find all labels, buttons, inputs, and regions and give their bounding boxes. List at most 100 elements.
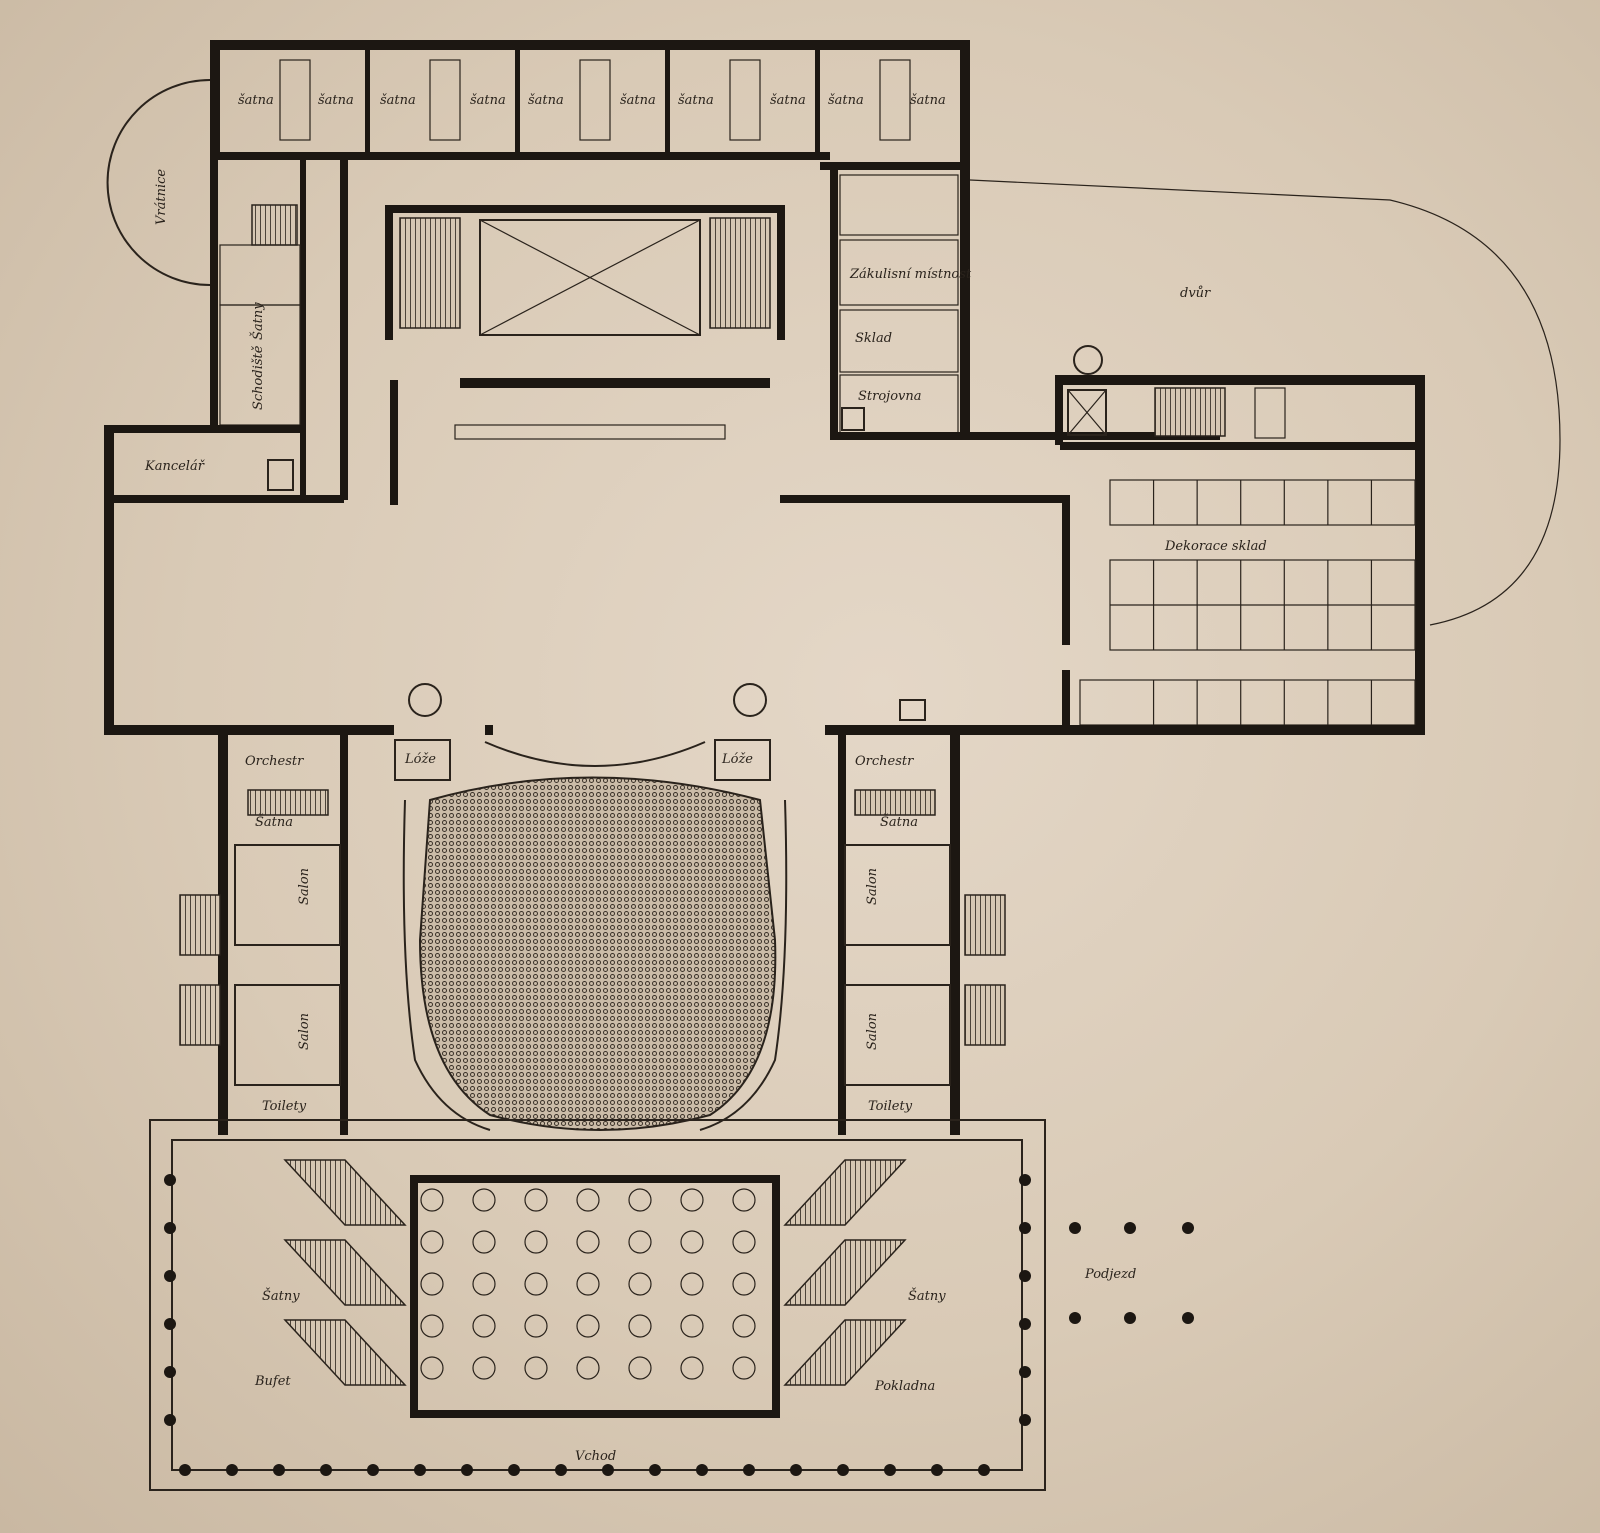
- coffer-rosette: [680, 1188, 704, 1212]
- column: [1019, 1270, 1031, 1282]
- label-storage: Sklad: [855, 331, 892, 346]
- column: [320, 1464, 332, 1476]
- coffer-rosette: [628, 1230, 652, 1254]
- column: [164, 1318, 176, 1330]
- vestibule-coffers: [420, 1188, 756, 1380]
- coffer-rosette: [576, 1188, 600, 1212]
- label-dress-h: šatna: [770, 93, 806, 108]
- label-tech-room: Strojovna: [858, 389, 922, 404]
- coffer-rosette: [732, 1314, 756, 1338]
- coffer-rosette: [732, 1230, 756, 1254]
- column: [696, 1464, 708, 1476]
- label-dress-g: šatna: [678, 93, 714, 108]
- column: [1019, 1414, 1031, 1426]
- peristyle-columns: [164, 1174, 1031, 1476]
- column: [790, 1464, 802, 1476]
- coffer-rosette: [472, 1314, 496, 1338]
- column: [743, 1464, 755, 1476]
- label-side-right-top: Orchestr: [855, 754, 914, 769]
- coffer-rosette: [576, 1314, 600, 1338]
- column: [649, 1464, 661, 1476]
- label-foyer-left-1: Salon: [297, 868, 312, 905]
- coffer-rosette: [420, 1272, 444, 1296]
- column: [273, 1464, 285, 1476]
- column: [1019, 1366, 1031, 1378]
- coffer-rosette: [420, 1230, 444, 1254]
- coffer-rosette: [576, 1230, 600, 1254]
- coffer-rosette: [524, 1356, 548, 1380]
- label-closet-left: Šatny: [262, 1287, 300, 1304]
- label-yard: dvůr: [1180, 285, 1211, 301]
- coffer-rosette: [472, 1230, 496, 1254]
- coffer-rosette: [524, 1314, 548, 1338]
- label-side-left-top: Orchestr: [245, 754, 304, 769]
- column: [602, 1464, 614, 1476]
- column: [414, 1464, 426, 1476]
- coffer-rosette: [472, 1356, 496, 1380]
- label-closet-right: Šatny: [908, 1287, 946, 1304]
- coffer-rosette: [732, 1356, 756, 1380]
- coffer-rosette: [732, 1188, 756, 1212]
- coffer-rosette: [576, 1272, 600, 1296]
- label-dress-j: šatna: [910, 93, 946, 108]
- coffer-rosette: [420, 1188, 444, 1212]
- label-dress-d: šatna: [470, 93, 506, 108]
- coffer-rosette: [524, 1230, 548, 1254]
- label-foyer-right-2: Salon: [865, 1013, 880, 1050]
- label-dress-e: šatna: [528, 93, 564, 108]
- label-entrance: Vchod: [575, 1449, 616, 1464]
- coffer-rosette: [576, 1356, 600, 1380]
- coffer-rosette: [472, 1188, 496, 1212]
- scenery-grid: [1079, 479, 1416, 726]
- entrance-block: [149, 1119, 1194, 1491]
- label-dress-f: šatna: [620, 93, 656, 108]
- coffer-rosette: [628, 1314, 652, 1338]
- column: [179, 1464, 191, 1476]
- coffer-rosette: [628, 1356, 652, 1380]
- coffer-rosette: [472, 1272, 496, 1296]
- coffer-rosette: [524, 1188, 548, 1212]
- label-dress-i: šatna: [828, 93, 864, 108]
- label-wc-left: Toilety: [262, 1099, 307, 1114]
- label-scenery-store: Dekorace sklad: [1164, 539, 1267, 554]
- column: [461, 1464, 473, 1476]
- column: [164, 1366, 176, 1378]
- label-gatehouse: Vrátnice: [154, 169, 169, 225]
- column: [1019, 1222, 1031, 1234]
- label-buffet: Bufet: [254, 1374, 291, 1389]
- right-annex: [969, 179, 1561, 735]
- room-labels: Vrátnice dvůr šatna šatna šatna šatna ša…: [144, 93, 1267, 1464]
- label-office: Kancelář: [144, 459, 206, 474]
- label-costumes: Šatny: [249, 302, 266, 340]
- label-dress-a: šatna: [238, 93, 274, 108]
- auditorium: [394, 739, 788, 1131]
- coffer-rosette: [680, 1272, 704, 1296]
- coffer-rosette: [420, 1356, 444, 1380]
- label-cloak-right: Šatna: [880, 813, 918, 830]
- stage-hall: [104, 380, 1425, 735]
- column: [508, 1464, 520, 1476]
- coffer-rosette: [732, 1272, 756, 1296]
- coffer-rosette: [680, 1314, 704, 1338]
- carriage-porch-columns: [1069, 1222, 1194, 1324]
- label-props: Zákulisní místnost: [849, 267, 972, 282]
- column: [164, 1414, 176, 1426]
- column: [164, 1222, 176, 1234]
- top-wing: [210, 40, 970, 440]
- label-box-right: Lóže: [721, 752, 753, 767]
- label-cloak-left: Šatna: [255, 813, 293, 830]
- right-service-column: [830, 170, 1220, 440]
- label-foyer-left-2: Salon: [297, 1013, 312, 1050]
- coffer-rosette: [524, 1272, 548, 1296]
- label-carriage-porch: Podjezd: [1084, 1267, 1136, 1282]
- column: [837, 1464, 849, 1476]
- label-stairs: Schodiště: [251, 345, 266, 410]
- column: [164, 1270, 176, 1282]
- coffer-rosette: [628, 1188, 652, 1212]
- stair-flights: [283, 1159, 907, 1386]
- left-service-block: [104, 155, 348, 500]
- side-wings: [179, 735, 1006, 1135]
- coffer-rosette: [680, 1230, 704, 1254]
- column: [978, 1464, 990, 1476]
